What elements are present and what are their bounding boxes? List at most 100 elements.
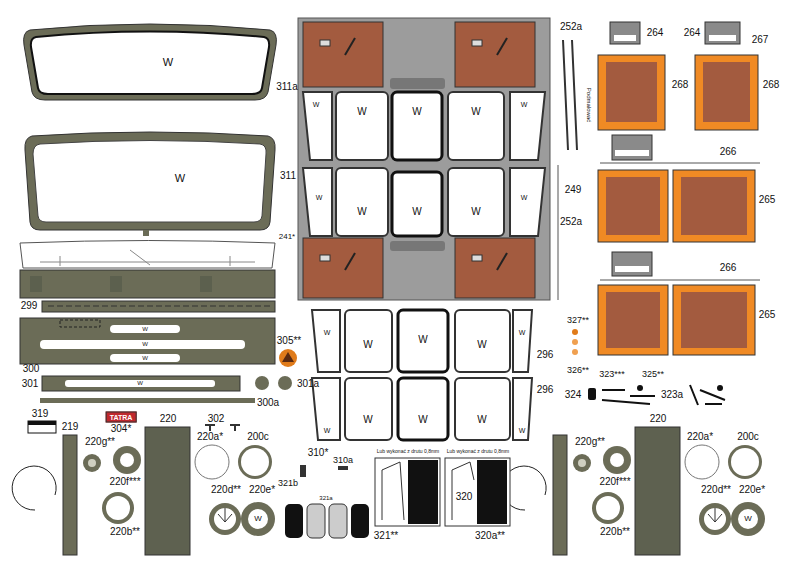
part-shape (30, 276, 42, 292)
glazing-mark: W (412, 207, 421, 217)
part-shape (703, 62, 750, 122)
brackets-302 (205, 425, 240, 431)
part-shape (455, 310, 510, 372)
part-shape (20, 270, 275, 298)
part-shape (110, 276, 122, 292)
part-shape (392, 172, 442, 236)
small-parts (572, 329, 725, 405)
callout-number: 266 (720, 147, 737, 157)
callout-number: 220g** (575, 437, 605, 447)
doors-320 (375, 458, 510, 526)
glazing-mark: W (519, 329, 526, 336)
part-shape (102, 492, 134, 524)
part-shape (320, 40, 330, 46)
part-shape (209, 503, 241, 535)
part-shape (40, 398, 255, 403)
part-shape (717, 385, 723, 391)
part-shape (25, 132, 275, 230)
glazing-mark: W (418, 415, 427, 425)
strips-249 (558, 40, 577, 300)
part-shape (572, 339, 578, 345)
part-shape (690, 385, 725, 405)
part-shape (110, 354, 180, 362)
part-shape (398, 310, 448, 372)
callout-number: 267 (752, 35, 769, 45)
part-shape (390, 241, 445, 251)
callout-number: 200c (247, 432, 269, 442)
glazing-mark: W (521, 101, 528, 108)
part-shape (28, 421, 56, 433)
part-shape (307, 504, 325, 538)
callout-number: Lub wykonać z drutu 0,8mm (447, 449, 510, 454)
callout-number: 326** (567, 366, 589, 375)
glazing-mark: W (521, 194, 528, 201)
part-shape (214, 508, 236, 530)
part-shape (472, 40, 482, 46)
callout-number: 319 (32, 409, 49, 419)
part-shape (610, 22, 640, 44)
part-shape (336, 92, 388, 160)
glazing-mark: W (471, 207, 480, 217)
part-shape (614, 35, 636, 41)
callout-number: 300 (23, 364, 40, 374)
part-shape (33, 141, 266, 223)
part-shape (598, 170, 668, 242)
part-shape (248, 509, 268, 529)
cab-panel-252 (298, 18, 550, 300)
part-shape (329, 504, 347, 538)
glazing-mark: W (418, 335, 427, 345)
part-shape (303, 168, 332, 236)
glazing-mark: W (254, 515, 262, 523)
callout-number: 220b** (600, 527, 630, 537)
callout-number: 321a (319, 495, 332, 501)
part-shape (382, 462, 404, 520)
part-shape (31, 32, 269, 95)
glazing-mark: W (412, 107, 421, 117)
part-shape (195, 445, 229, 479)
part-shape (588, 388, 596, 400)
part-shape (60, 320, 100, 327)
callout-number: 220a* (197, 432, 223, 442)
callout-number: 264 (684, 28, 701, 38)
part-shape (42, 376, 240, 391)
part-shape (336, 168, 388, 236)
callout-number: 220d** (211, 485, 241, 495)
callout-number: 327** (567, 316, 589, 325)
callout-number: 321** (374, 531, 398, 541)
windshield-311a (24, 24, 277, 100)
callout-number: 304* (111, 424, 132, 434)
part-shape (705, 22, 740, 44)
part-shape (241, 502, 275, 536)
part-shape (338, 466, 348, 470)
part-shape (681, 177, 747, 235)
part-shape (48, 306, 270, 307)
callout-number: 220b** (110, 527, 140, 537)
part-shape (375, 458, 440, 526)
callout-number: 324 (565, 390, 582, 400)
glazing-mark: W (471, 107, 480, 117)
callout-number: 220 (650, 414, 667, 424)
part-shape (637, 385, 643, 391)
part-shape (398, 378, 448, 440)
part-shape (600, 163, 760, 164)
part-shape (606, 177, 660, 235)
part-shape (615, 266, 649, 272)
glazing-mark: W (137, 380, 143, 386)
part-shape (673, 285, 755, 355)
callout-number: 249 (565, 185, 582, 195)
callout-number: 299 (21, 301, 38, 311)
part-shape (205, 425, 240, 431)
part-shape (612, 135, 652, 160)
glazing-mark: W (163, 57, 173, 68)
callout-number: 323*** (599, 370, 625, 379)
callout-number: 323a (661, 390, 683, 400)
callout-number: 296 (537, 350, 554, 360)
part-shape (143, 230, 149, 236)
part-shape (298, 18, 550, 300)
part-shape (602, 390, 655, 404)
part-shape (606, 292, 660, 348)
part-shape (615, 150, 649, 156)
part-shape (106, 496, 130, 520)
part-shape (598, 55, 665, 130)
